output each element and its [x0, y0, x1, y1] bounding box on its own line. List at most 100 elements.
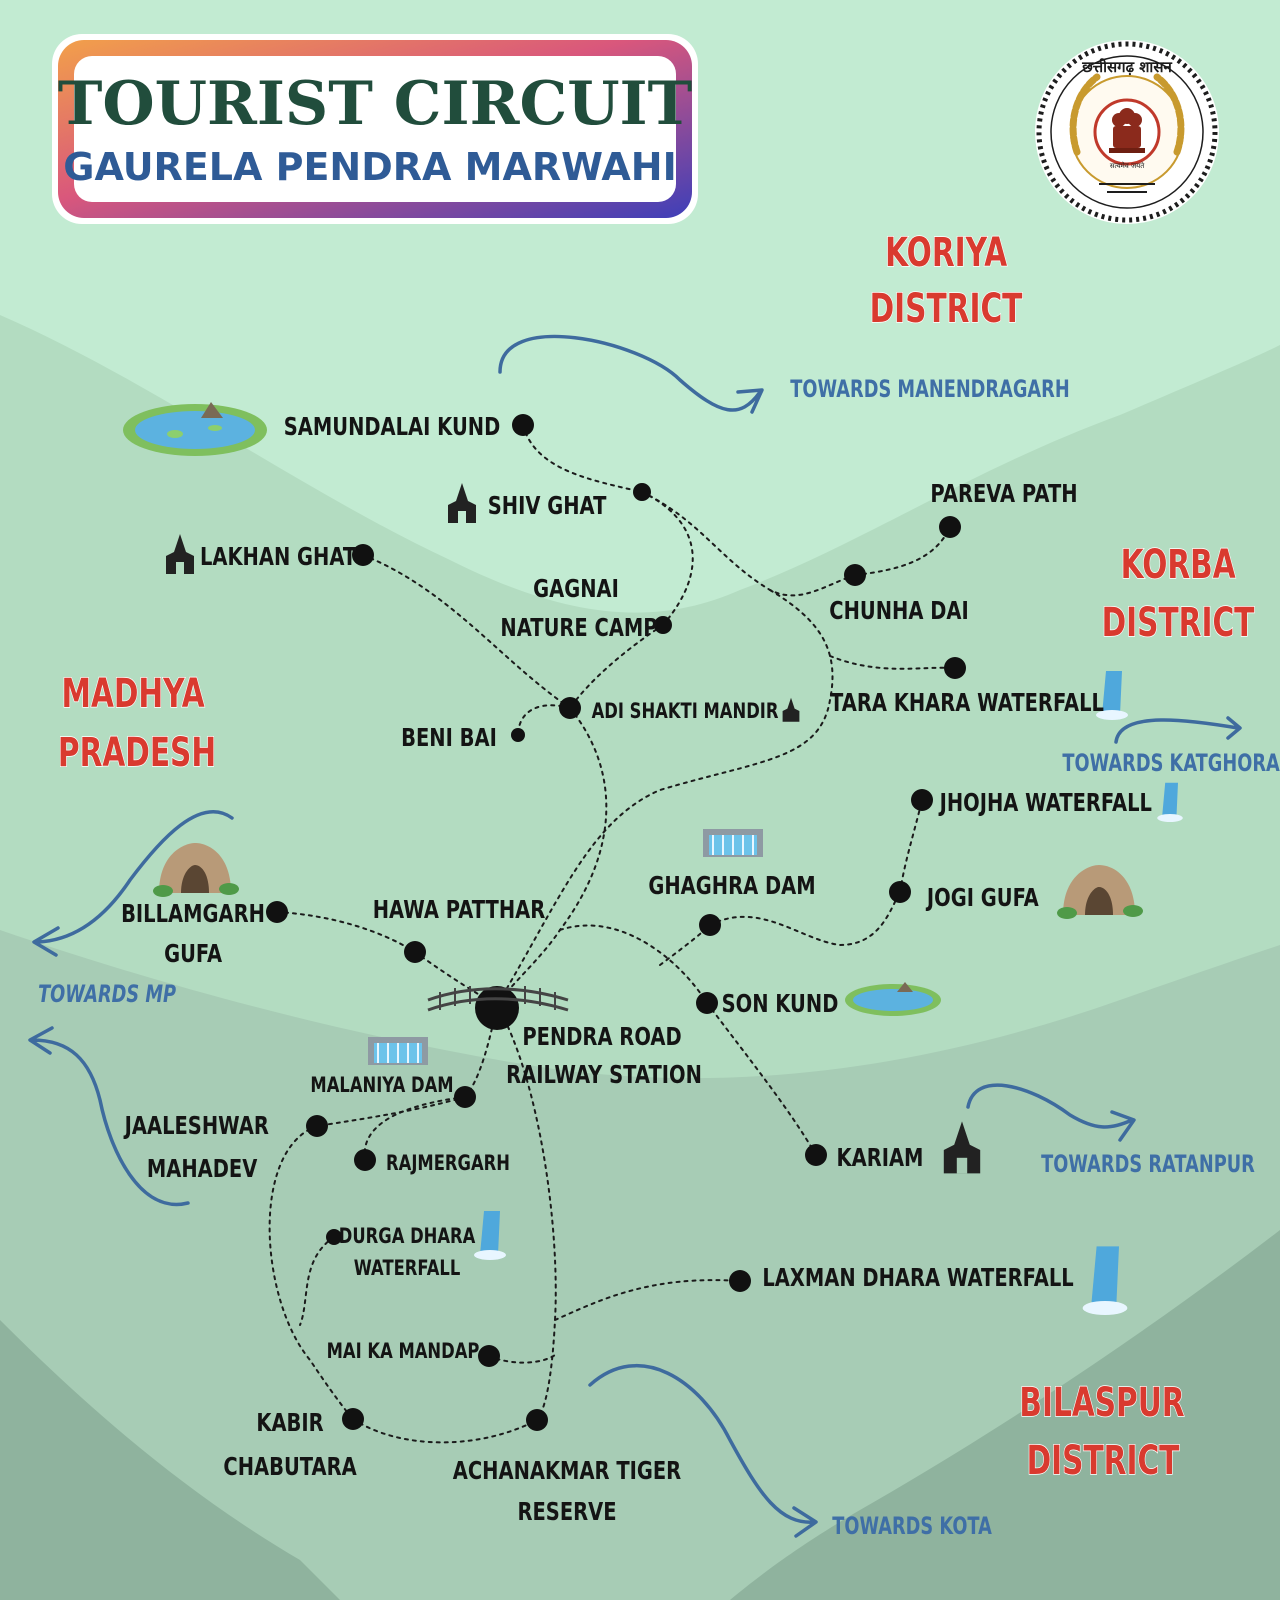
route-laxman: [554, 1279, 741, 1321]
district-mp-line1: MADHYA: [62, 671, 206, 718]
node-ghaghra: [699, 914, 721, 936]
node-pendra-road: [475, 986, 519, 1030]
label-chunha-dai: CHUNHA DAI: [829, 597, 968, 626]
route-pendra-sonkund: [559, 924, 708, 1004]
label-durga-line1: DURGA DHARA: [339, 1225, 476, 1248]
district-korba-line1: KORBA: [1121, 542, 1237, 589]
pond-icon: [845, 982, 941, 1016]
node-shiv-ghat: [633, 483, 651, 501]
node-beni-bai: [511, 728, 525, 742]
route-nodes: [266, 414, 966, 1431]
route-taraside: [496, 589, 834, 1006]
route-kabir-achanakmar: [352, 1418, 538, 1444]
node-jaaleshwar: [306, 1115, 328, 1137]
label-ghaghra: GHAGHRA DAM: [648, 872, 815, 901]
towards-manendragarh: TOWARDS MANENDRAGARH: [790, 374, 1069, 402]
towards-labels: TOWARDS MANENDRAGARH TOWARDS KATGHORA TO…: [38, 374, 1280, 1539]
node-laxman: [729, 1270, 751, 1292]
label-laxman: LAXMAN DHARA WATERFALL: [762, 1264, 1073, 1293]
route-billamgarh-hawa: [276, 911, 416, 953]
emblem-top-text: छत्तीसगढ़ शासन: [1081, 58, 1172, 76]
towards-katghora: TOWARDS KATGHORA: [1062, 748, 1280, 776]
label-hawa: HAWA PATTHAR: [373, 896, 546, 925]
arrow-katghora: [1114, 716, 1242, 744]
hill-layer-3: [0, 1320, 340, 1600]
route-malaniya-rajmergarh: [363, 1096, 466, 1161]
label-rajmergarh: RAJMERGARH: [386, 1152, 510, 1175]
ashoka-lion-icon: [1109, 108, 1145, 153]
label-pareva-path: PAREVA PATH: [930, 480, 1077, 509]
node-achanakmar: [526, 1409, 548, 1431]
label-billamgarh-line2: GUFA: [164, 940, 223, 969]
label-adi-shakti: ADI SHAKTI MANDIR: [592, 700, 779, 723]
government-emblem: छत्तीसगढ़ शासन सत्यमेव जयते: [1035, 40, 1219, 224]
node-durga: [326, 1229, 342, 1245]
label-achanakmar-line2: RESERVE: [517, 1498, 616, 1527]
node-rajmergarh: [354, 1149, 376, 1171]
node-kabir: [342, 1408, 364, 1430]
route-jaaleshwar-kabir: [268, 1125, 354, 1420]
node-samundalai: [512, 414, 534, 436]
node-tara-khara: [944, 657, 966, 679]
label-jhojha: JHOJHA WATERFALL: [938, 789, 1152, 818]
label-achanakmar-line1: ACHANAKMAR TIGER: [453, 1457, 681, 1486]
route-ghaghra-jogi: [709, 891, 901, 947]
route-malaniya-jaaleshwar: [316, 1096, 466, 1127]
node-pareva: [939, 516, 961, 538]
waterfall-icon: [474, 1211, 506, 1260]
node-chunha: [844, 564, 866, 586]
route-samundalai-shivghat: [522, 424, 643, 493]
temple-icon: [448, 483, 476, 523]
arrow-manendragarh: [498, 334, 764, 414]
node-lakhan-ghat: [352, 544, 374, 566]
arrow-kota: [588, 1364, 818, 1538]
label-kabir-line1: KABIR: [256, 1409, 323, 1438]
label-jaaleshwar-line2: MAHADEV: [147, 1155, 258, 1184]
district-korba-line2: DISTRICT: [1102, 600, 1255, 647]
node-kariam: [805, 1144, 827, 1166]
railway-track-icon: [427, 986, 569, 1012]
node-gagnai: [654, 616, 672, 634]
label-mai-ka: MAI KA MANDAP: [327, 1340, 480, 1363]
label-son-kund: SON KUND: [722, 990, 839, 1019]
district-bilaspur-line2: DISTRICT: [1027, 1438, 1180, 1485]
towards-mp: TOWARDS MP: [38, 979, 176, 1007]
arrow-mp-upper: [32, 810, 234, 957]
node-jhojha: [911, 789, 933, 811]
route-shivghat-chunha: [641, 491, 856, 597]
temple-icon: [166, 534, 194, 574]
waterfall-icon: [1096, 671, 1128, 720]
route-sonkund-kariam: [706, 1002, 817, 1156]
label-shiv-ghat: SHIV GHAT: [488, 492, 607, 521]
direction-arrows: [28, 334, 1242, 1538]
towards-ratanpur: TOWARDS RATANPUR: [1041, 1149, 1255, 1177]
dam-icon: [368, 1037, 428, 1065]
pond-icon: [123, 402, 267, 456]
cave-icon: [1057, 865, 1143, 919]
label-billamgarh-line1: BILLAMGARH: [121, 900, 265, 929]
label-gagnai-line2: NATURE CAMP: [500, 614, 657, 643]
label-kariam: KARIAM: [837, 1144, 924, 1173]
route-durga: [299, 1236, 335, 1326]
route-pendra-achanakmar: [496, 1004, 557, 1421]
node-billamgarh: [266, 901, 288, 923]
district-bilaspur-line1: BILASPUR: [1019, 1380, 1184, 1427]
label-lakhan-ghat: LAKHAN GHAT: [200, 543, 357, 572]
temple-icon: [943, 1121, 981, 1174]
waterfall-icon: [1157, 782, 1183, 822]
arrow-mp-lower: [28, 1026, 190, 1207]
label-beni-bai: BENI BAI: [401, 724, 497, 753]
label-samundalai-kund: SAMUNDALAI KUND: [284, 413, 501, 442]
label-pendra-line1: PENDRA ROAD: [522, 1023, 681, 1052]
node-malaniya: [454, 1086, 476, 1108]
label-jogi-gufa: JOGI GUFA: [925, 884, 1039, 913]
district-koriya-line1: KORIYA: [885, 230, 1008, 277]
node-adi-shakti: [559, 697, 581, 719]
route-tarakhara: [829, 655, 956, 670]
node-mai-ka: [478, 1345, 500, 1367]
district-mp-line2: PRADESH: [58, 730, 216, 777]
route-lakhanghat-adishakti: [362, 554, 571, 709]
label-kabir-line2: CHABUTARA: [223, 1453, 357, 1482]
route-gagnai-adishakti: [569, 624, 664, 709]
